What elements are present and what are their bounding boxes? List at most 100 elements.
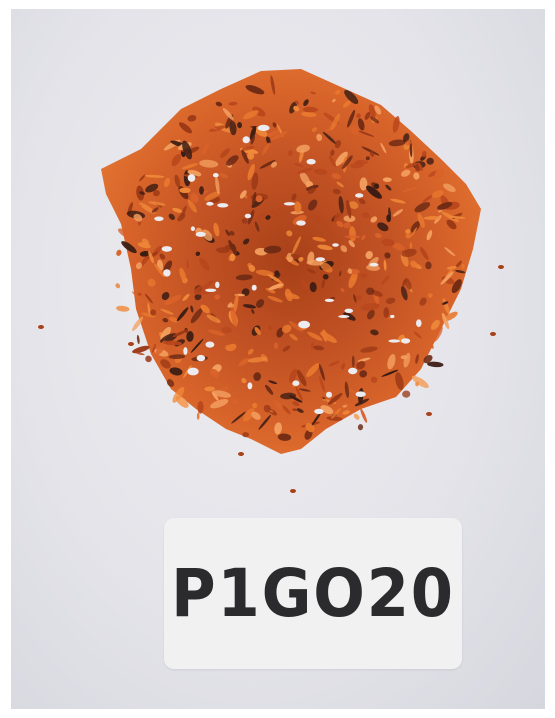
flake: [427, 361, 444, 368]
stray-crumb: [498, 265, 504, 269]
flake: [206, 314, 221, 323]
flake: [172, 330, 188, 338]
flake-gap: [247, 382, 253, 390]
flake: [229, 230, 235, 236]
flake: [381, 369, 399, 377]
flake: [147, 302, 151, 315]
flake: [144, 293, 153, 304]
flake: [315, 215, 322, 225]
flake: [212, 390, 232, 398]
flake: [286, 230, 293, 237]
flake: [328, 155, 337, 167]
flake: [300, 280, 311, 290]
flake-gap: [401, 338, 411, 344]
flake-gap: [161, 246, 172, 252]
flake: [190, 305, 194, 313]
flake: [235, 274, 253, 281]
flake-gap: [388, 339, 401, 343]
flake: [195, 251, 201, 257]
flake: [227, 302, 233, 308]
flake: [265, 215, 271, 220]
flake: [392, 242, 405, 251]
flake: [292, 408, 298, 412]
flake: [147, 278, 156, 287]
flake: [265, 287, 276, 294]
flake: [419, 246, 429, 261]
flake: [340, 245, 348, 253]
flake: [243, 238, 250, 245]
flake: [296, 144, 310, 153]
flake: [254, 221, 260, 232]
flake: [194, 293, 202, 301]
flake: [221, 326, 232, 334]
flake: [461, 264, 465, 269]
flake: [370, 376, 378, 383]
flake: [455, 269, 466, 274]
flake: [344, 235, 361, 239]
flake: [351, 355, 355, 368]
flake: [197, 401, 204, 414]
flake: [268, 380, 278, 385]
flake: [254, 326, 261, 336]
flake-gap: [205, 341, 215, 348]
flake: [243, 408, 255, 422]
flake: [307, 251, 315, 265]
flake: [209, 125, 226, 132]
flake: [338, 270, 342, 277]
flake: [145, 183, 159, 193]
flake: [262, 142, 270, 156]
flake: [311, 127, 318, 132]
flake: [199, 257, 210, 271]
flake-gap: [314, 408, 324, 415]
flake: [366, 287, 375, 295]
flake-gap: [344, 308, 354, 313]
flake: [411, 375, 429, 388]
flake: [131, 291, 145, 303]
flake: [180, 205, 187, 218]
flake: [238, 357, 250, 367]
flake: [405, 140, 412, 146]
flake: [318, 363, 325, 381]
flake: [298, 256, 304, 262]
flake-gap: [206, 201, 214, 206]
flake: [148, 201, 166, 206]
stray-crumb: [426, 412, 432, 416]
flake: [370, 116, 380, 124]
flake-gap: [390, 314, 395, 319]
flake: [153, 189, 160, 197]
flake: [288, 320, 303, 332]
flake: [248, 264, 256, 272]
flake: [356, 361, 366, 370]
flake: [347, 389, 358, 394]
sample-label-card: P1GO20: [164, 518, 462, 669]
flake: [166, 379, 175, 387]
flake: [331, 408, 342, 419]
flake: [247, 209, 255, 225]
flake: [425, 261, 432, 270]
flake: [332, 98, 336, 103]
flake: [169, 367, 183, 376]
flake: [251, 309, 255, 314]
flake: [395, 372, 404, 391]
flake: [405, 233, 411, 239]
flake: [288, 368, 298, 383]
flake: [301, 111, 317, 117]
flake: [179, 122, 192, 134]
flake: [267, 273, 282, 283]
flake: [392, 209, 404, 217]
flake: [360, 346, 378, 353]
flake: [442, 301, 449, 305]
flake: [414, 202, 431, 213]
flake: [202, 123, 218, 130]
flake: [437, 201, 453, 210]
flake: [230, 307, 238, 328]
flake: [366, 185, 382, 199]
flake: [432, 325, 443, 342]
flake: [241, 218, 248, 224]
flake: [302, 106, 318, 113]
flake: [354, 398, 370, 407]
flake: [383, 259, 387, 271]
flake: [115, 283, 121, 289]
flake: [335, 151, 348, 166]
flake: [292, 401, 300, 407]
